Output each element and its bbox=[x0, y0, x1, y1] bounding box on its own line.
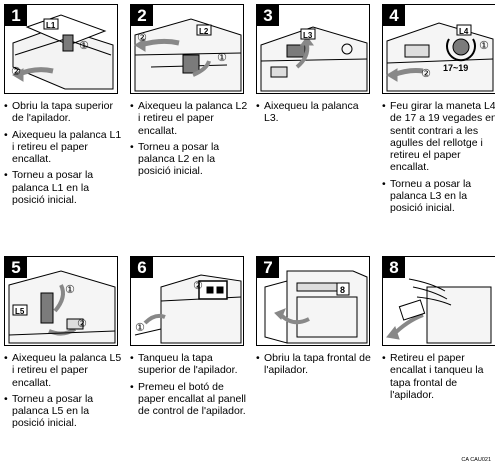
stacker-top-cover-illustration: L1 ① ② bbox=[11, 14, 114, 90]
close-cover-illustration: ① ② bbox=[134, 274, 242, 344]
lever-label-l5: L5 bbox=[15, 307, 25, 316]
callout-1: ① bbox=[79, 39, 89, 52]
callout-2: ② bbox=[137, 31, 147, 44]
step-1-instructions: •Obriu la tapa superior de l'apilador. •… bbox=[4, 100, 122, 210]
callout-2: ② bbox=[11, 65, 21, 78]
step-7-illustration: 7 8 bbox=[256, 256, 370, 346]
step-number-badge: 1 bbox=[5, 5, 27, 26]
callout-1: ① bbox=[135, 321, 145, 334]
step-2-instructions: •Aixequeu la palanca L2 i retireu el pap… bbox=[130, 100, 248, 182]
instruction-line: •Obriu la tapa superior de l'apilador. bbox=[4, 100, 113, 125]
lever-l2-illustration: L2 ① ② bbox=[134, 18, 242, 92]
instruction-line: •Obriu la tapa frontal de l'apilador. bbox=[256, 352, 371, 377]
callout-2: ② bbox=[77, 317, 87, 330]
instruction-line: •Aixequeu la palanca L2 i retireu el pap… bbox=[130, 100, 248, 137]
instruction-line: •Aixequeu la palanca L5 i retireu el pap… bbox=[4, 352, 122, 389]
step-1-illustration: 1 L1 ① ② bbox=[4, 4, 118, 94]
instruction-line: •Retireu el paper encallat i tanqueu la … bbox=[382, 352, 484, 401]
step-2-illustration: 2 L2 ① ② bbox=[130, 4, 244, 94]
step-number-badge: 3 bbox=[257, 5, 279, 26]
instruction-line: •Torneu a posar la palanca L2 en la posi… bbox=[130, 140, 220, 178]
step-6-instructions: •Tanqueu la tapa superior de l'apilador.… bbox=[130, 352, 248, 421]
callout-2: ② bbox=[193, 279, 203, 292]
document-code: CA CAU021 bbox=[461, 457, 491, 463]
step-number-badge: 4 bbox=[383, 5, 405, 26]
step-4-instructions: •Feu girar la maneta L4 de 17 a 19 vegad… bbox=[382, 100, 495, 219]
step-8-reference-label: 8 bbox=[340, 285, 345, 295]
step-number-badge: 6 bbox=[131, 257, 153, 278]
step-4-illustration: 4 L4 ① ② 17~19 bbox=[382, 4, 495, 94]
lever-l3-illustration: L3 bbox=[260, 26, 368, 92]
lever-label-l3: L3 bbox=[303, 31, 313, 40]
callout-1: ① bbox=[479, 39, 489, 52]
knob-l4-illustration: L4 ① ② 17~19 bbox=[386, 22, 494, 92]
step-7-instructions: •Obriu la tapa frontal de l'apilador. bbox=[256, 352, 374, 381]
instruction-line: •Aixequeu la palanca L1 i retireu el pap… bbox=[4, 128, 122, 166]
step-number-badge: 8 bbox=[383, 257, 405, 278]
step-6-illustration: 6 ① ② bbox=[130, 256, 244, 346]
step-number-badge: 5 bbox=[5, 257, 27, 278]
step-5-illustration: 5 L5 ① ② bbox=[4, 256, 118, 346]
step-3-illustration: 3 L3 bbox=[256, 4, 370, 94]
step-5-instructions: •Aixequeu la palanca L5 i retireu el pap… bbox=[4, 352, 122, 434]
instruction-line: •Feu girar la maneta L4 de 17 a 19 vegad… bbox=[382, 100, 495, 174]
callout-1: ① bbox=[65, 283, 75, 296]
instruction-line: •Torneu a posar la palanca L5 en la posi… bbox=[4, 392, 94, 430]
callout-2: ② bbox=[421, 67, 431, 80]
step-number-badge: 2 bbox=[131, 5, 153, 26]
instruction-line: •Torneu a posar la palanca L3 en la posi… bbox=[382, 177, 472, 215]
instruction-line: •Torneu a posar la palanca L1 en la posi… bbox=[4, 169, 94, 207]
front-cover-illustration: 8 bbox=[264, 270, 368, 344]
instruction-line: •Aixequeu la palanca L3. bbox=[256, 100, 359, 125]
step-3-instructions: •Aixequeu la palanca L3. bbox=[256, 100, 374, 129]
step-number-badge: 7 bbox=[257, 257, 279, 278]
instruction-line: •Tanqueu la tapa superior de l'apilador. bbox=[130, 352, 238, 377]
rotation-count-label: 17~19 bbox=[443, 63, 468, 73]
knob-label-l4: L4 bbox=[459, 27, 469, 36]
lever-label-l1: L1 bbox=[46, 21, 56, 30]
step-8-illustration: 8 bbox=[382, 256, 495, 346]
instruction-line: •Premeu el botó de paper encallat al pan… bbox=[130, 380, 246, 418]
step-8-instructions: •Retireu el paper encallat i tanqueu la … bbox=[382, 352, 495, 405]
lever-l5-illustration: L5 ① ② bbox=[8, 270, 116, 344]
lever-label-l2: L2 bbox=[199, 27, 209, 36]
remove-paper-illustration bbox=[386, 278, 492, 344]
callout-1: ① bbox=[217, 51, 227, 64]
